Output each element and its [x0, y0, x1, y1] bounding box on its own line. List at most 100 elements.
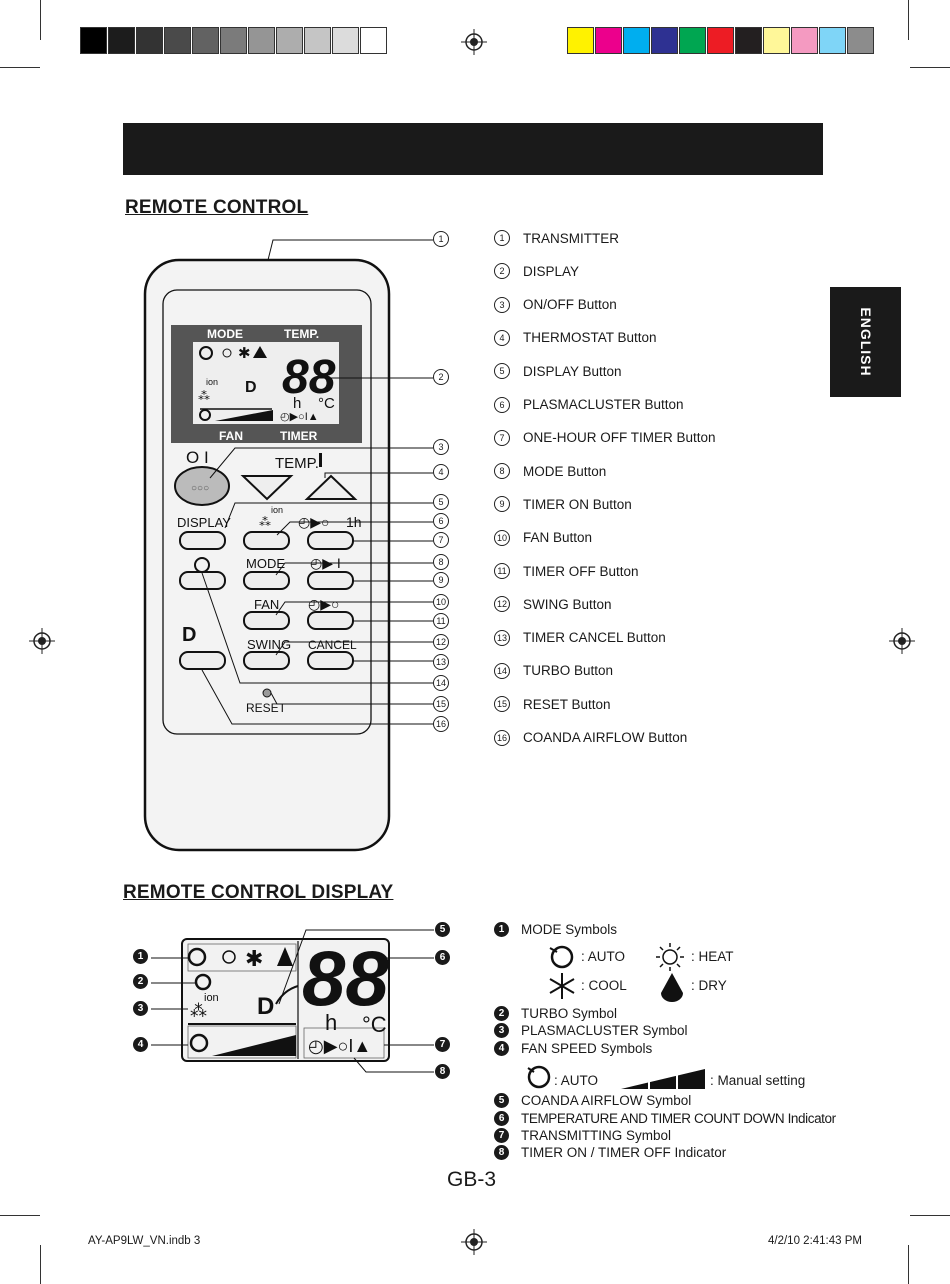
crop-mark — [910, 67, 950, 68]
color-swatch — [332, 27, 359, 54]
crop-mark — [908, 0, 909, 40]
display-coanda-icon: D — [257, 993, 274, 1020]
color-swatch — [595, 27, 622, 54]
remote-legend-item: 6 PLASMACLUSTER Button — [494, 396, 684, 413]
callout-3: 3 — [433, 439, 449, 455]
color-swatch — [707, 27, 734, 54]
color-swatch — [164, 27, 191, 54]
display-button[interactable] — [179, 531, 226, 550]
legend-label: FAN Button — [523, 530, 593, 546]
legend-number: 5 — [494, 1093, 509, 1108]
callout-9: 9 — [433, 572, 449, 588]
coanda-button[interactable] — [179, 651, 226, 670]
legend-number: 6 — [494, 396, 510, 413]
temp-down-button[interactable] — [240, 475, 294, 501]
legend-label: COANDA AIRFLOW Symbol — [521, 1093, 692, 1108]
plasmacluster-button[interactable] — [243, 531, 290, 550]
legend-number: 2 — [494, 1006, 509, 1021]
turbo-button[interactable] — [179, 571, 226, 590]
svg-text:◴▶○: ◴▶○ — [308, 596, 339, 612]
droplet-icon — [253, 346, 267, 358]
legend-number: 12 — [494, 596, 510, 613]
callout-8: 8 — [433, 554, 449, 570]
fan-auto-icon — [527, 1065, 551, 1089]
remote-legend-item: 16 COANDA AIRFLOW Button — [494, 729, 688, 746]
display-droplet-icon — [277, 947, 293, 966]
legend-number: 14 — [494, 662, 510, 679]
legend-number: 4 — [494, 329, 510, 346]
fan-speed-bars — [215, 410, 273, 421]
legend-number: 10 — [494, 529, 510, 546]
cancel-button[interactable] — [307, 651, 354, 670]
color-swatch — [679, 27, 706, 54]
auto-mode-icon — [199, 346, 213, 360]
reset-button[interactable] — [262, 688, 272, 698]
legend-label: ONE-HOUR OFF TIMER Button — [523, 430, 716, 446]
color-swatch — [735, 27, 762, 54]
timer-on-button[interactable] — [307, 571, 354, 590]
legend-label: THERMOSTAT Button — [523, 330, 657, 346]
lcd-celsius: °C — [318, 395, 335, 412]
callout-15: 15 — [433, 696, 449, 712]
legend-label: COANDA AIRFLOW Button — [523, 730, 688, 745]
color-swatch — [108, 27, 135, 54]
onoff-label: O I — [186, 448, 209, 467]
one-hour-timer-button[interactable] — [307, 531, 354, 550]
legend-label: TIMER CANCEL Button — [523, 630, 666, 646]
color-swatch — [651, 27, 678, 54]
legend-number: 5 — [494, 363, 510, 380]
auto-icon — [549, 945, 574, 969]
crop-mark — [0, 1215, 40, 1216]
crop-mark — [40, 0, 41, 40]
callout-10: 10 — [433, 594, 449, 610]
remote-legend-item: 1 TRANSMITTER — [494, 230, 619, 246]
remote-button-panel — [162, 289, 372, 735]
swing-button[interactable] — [243, 651, 290, 670]
mode-button[interactable] — [243, 571, 290, 590]
legend-number: 7 — [494, 429, 510, 446]
legend-label: MODE Button — [523, 463, 607, 479]
coanda-button-icon: D — [182, 624, 196, 646]
color-swatch — [623, 27, 650, 54]
ion-label: ion — [271, 505, 283, 515]
legend-number: 9 — [494, 496, 510, 513]
auto-mode-text: : AUTO — [581, 949, 626, 964]
callout-1: 1 — [433, 231, 449, 247]
temp-up-button[interactable] — [304, 474, 358, 500]
plasmacluster-icon: ⁂ — [198, 389, 210, 403]
legend-number: 8 — [494, 1145, 509, 1160]
legend-label: PLASMACLUSTER Symbol — [521, 1023, 688, 1038]
legend-number: 1 — [494, 230, 510, 246]
display-fan-bars — [212, 1035, 296, 1056]
crop-mark — [910, 1215, 950, 1216]
legend-number: 16 — [494, 729, 510, 746]
svg-text:⁂: ⁂ — [259, 515, 271, 529]
color-swatch — [136, 27, 163, 54]
crop-mark — [908, 1245, 909, 1284]
remote-legend-item: 4 THERMOSTAT Button — [494, 329, 657, 346]
reset-label: RESET — [246, 701, 287, 715]
display-callout-4: 4 — [133, 1037, 148, 1052]
registration-mark-right — [889, 628, 915, 654]
callout-2: 2 — [433, 369, 449, 385]
fan-button[interactable] — [243, 611, 290, 630]
remote-legend-item: 5 DISPLAY Button — [494, 363, 622, 380]
callout-11: 11 — [433, 613, 449, 629]
section-title-display: REMOTE CONTROL DISPLAY — [123, 882, 394, 903]
remote-legend-item: 10 FAN Button — [494, 529, 593, 546]
legend-label: DISPLAY Button — [523, 363, 622, 379]
display-legend-item: 5 COANDA AIRFLOW Symbol — [494, 1093, 691, 1108]
svg-text:○○○: ○○○ — [191, 483, 209, 494]
registration-mark-bottom — [461, 1229, 487, 1255]
legend-label: TRANSMITTER — [523, 230, 619, 246]
legend-label: PLASMACLUSTER Button — [523, 397, 684, 412]
timer-off-button[interactable] — [307, 611, 354, 630]
legend-label: TIMER OFF Button — [523, 563, 639, 579]
legend-label: ON/OFF Button — [523, 297, 617, 313]
onoff-button[interactable] — [174, 466, 230, 506]
lcd-fan-label: FAN — [219, 429, 243, 443]
